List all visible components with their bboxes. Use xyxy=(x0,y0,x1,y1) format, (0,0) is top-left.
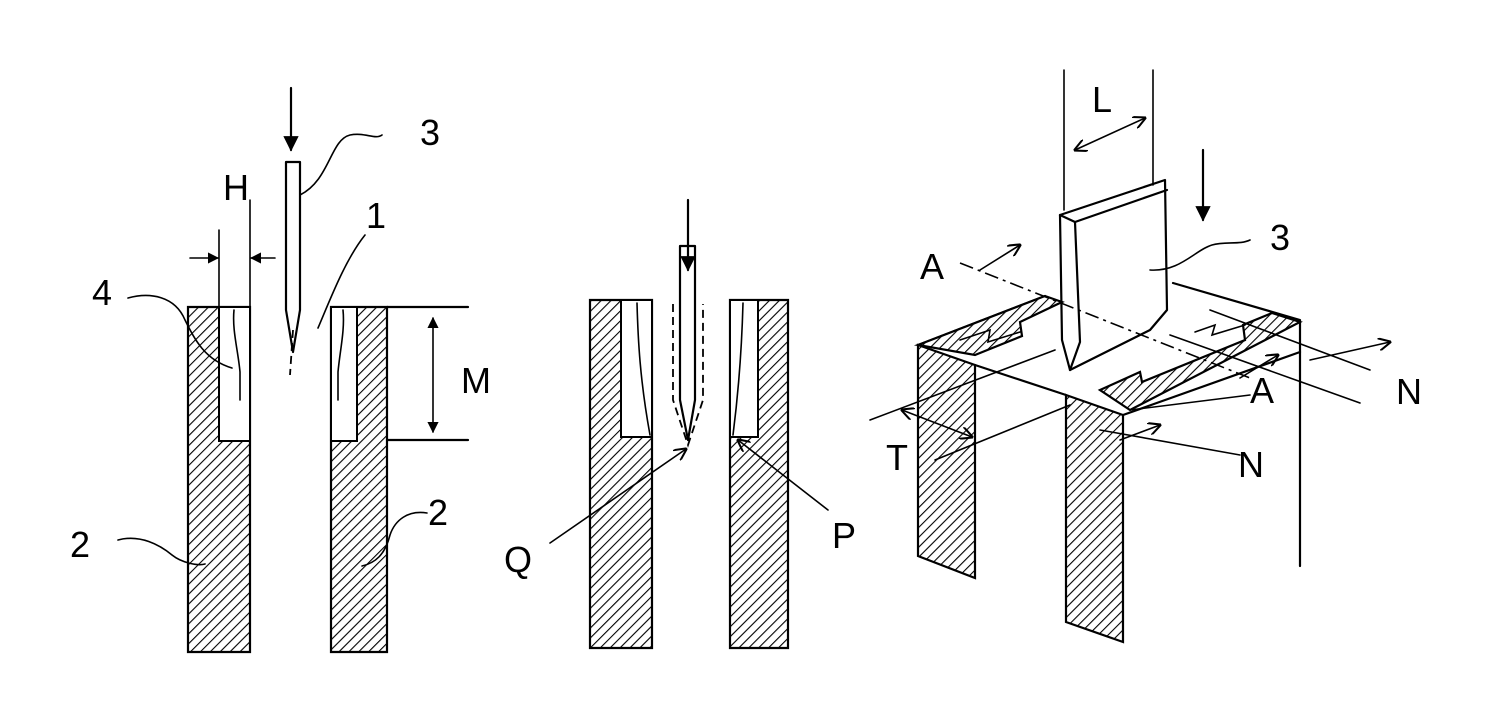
label-needle-3: 3 xyxy=(420,112,440,153)
fig3-slit-left xyxy=(918,296,1062,355)
label-h: H xyxy=(223,167,249,208)
fig3-left-wall xyxy=(918,345,975,578)
needle xyxy=(286,162,300,352)
label-n-upper: N xyxy=(1396,371,1422,412)
label-q: Q xyxy=(504,539,532,580)
label-n-lower: N xyxy=(1238,444,1264,485)
fig2-needle xyxy=(680,246,695,440)
label-wall-4: 4 xyxy=(92,272,112,313)
label-p: P xyxy=(832,515,856,556)
label-l: L xyxy=(1092,79,1112,120)
label-blade-3: 3 xyxy=(1270,217,1290,258)
figure-1-cross-section: 3 H 1 4 M 2 2 xyxy=(70,88,491,652)
figure-2-cross-section: Q P xyxy=(504,200,856,648)
label-m: M xyxy=(461,360,491,401)
right-slit xyxy=(331,307,357,441)
label-base-left-2: 2 xyxy=(70,524,90,565)
label-base-right-2: 2 xyxy=(428,492,448,533)
label-slit-1: 1 xyxy=(366,195,386,236)
figure-3-perspective: L 3 A A T N N xyxy=(870,70,1422,642)
label-t: T xyxy=(886,437,908,478)
label-a-right: A xyxy=(1250,370,1274,411)
label-a-left: A xyxy=(920,246,944,287)
